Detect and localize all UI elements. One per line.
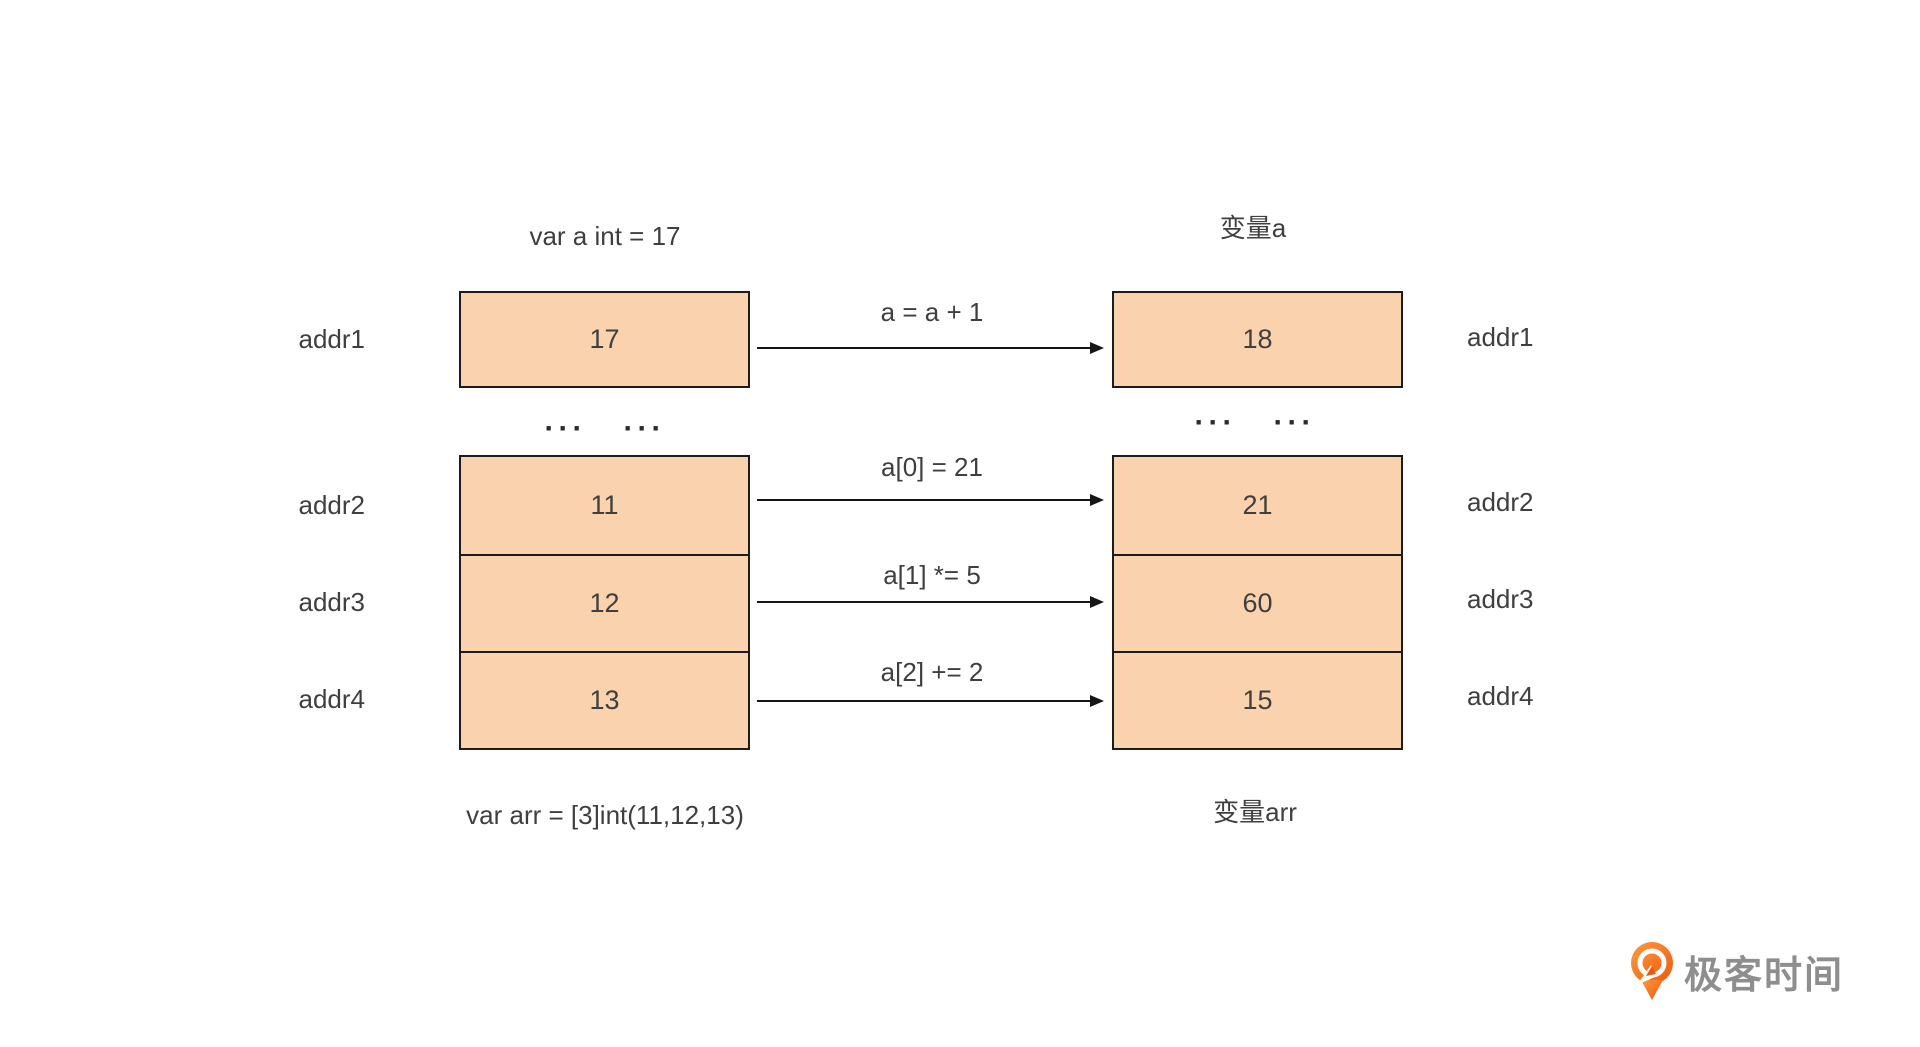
right-array-addr-label-1: addr3 [1467,584,1534,614]
op-label-0: a = a + 1 [880,297,984,327]
left-ellipsis: ··· ··· [544,412,666,445]
geektime-logo-icon [1628,940,1676,1002]
op-label-1: a[0] = 21 [881,452,983,482]
geektime-logo: 极客时间 [1628,940,1844,1002]
right-title: 变量a [1219,213,1287,243]
right-scalar-addr-label: addr1 [1467,322,1534,352]
left-title: var a int = 17 [529,221,681,251]
arrow-1 [757,494,1104,506]
op-label-2: a[1] *= 5 [883,560,981,590]
geektime-logo-text: 极客时间 [1684,954,1845,997]
right-array-box: 21 60 15 [1112,455,1403,750]
right-array-addr-label-0: addr2 [1467,487,1534,517]
right-scalar-value: 18 [1242,324,1273,354]
left-array-box: 11 12 13 [459,455,750,750]
left-array-addr-label-0: addr2 [298,490,366,520]
left-scalar-value: 17 [589,324,620,354]
right-array-addr-label-2: addr4 [1467,681,1534,711]
right-array-cell-2: 15 [1114,651,1401,748]
right-array-cell-1: 60 [1114,554,1401,651]
left-array-addr-label-1: addr3 [298,587,366,617]
left-scalar-addr-label: addr1 [298,324,366,354]
right-ellipsis: ··· ··· [1194,406,1316,439]
right-caption: 变量arr [1213,797,1297,827]
left-scalar-cell: 17 [459,291,750,388]
left-array-addr-label-2: addr4 [298,684,366,714]
arrow-0 [757,342,1104,354]
arrow-2 [757,596,1104,608]
right-scalar-cell: 18 [1112,291,1403,388]
left-array-cell-2: 13 [461,651,748,748]
left-caption: var arr = [3]int(11,12,13) [466,800,744,830]
left-array-cell-1: 12 [461,554,748,651]
left-array-cell-0: 11 [590,490,619,520]
right-array-cell-0: 21 [1242,490,1273,520]
op-label-3: a[2] += 2 [880,657,984,687]
arrow-3 [757,695,1104,707]
